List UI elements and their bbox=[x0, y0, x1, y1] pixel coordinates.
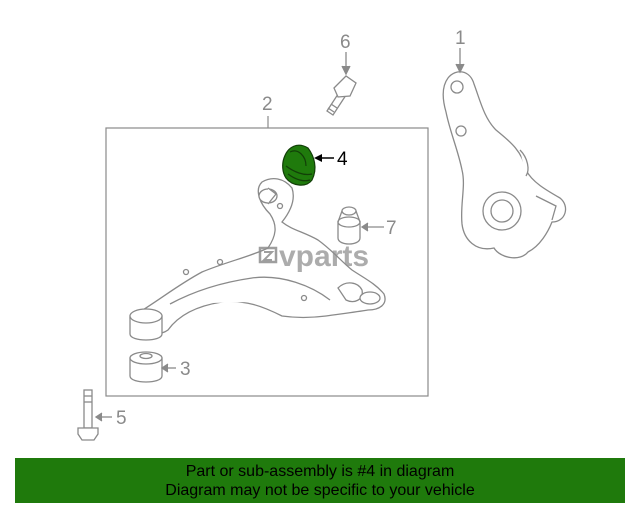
callout-2: 2 bbox=[262, 94, 273, 115]
assembly-frame bbox=[105, 127, 429, 397]
part-4-bushing[interactable] bbox=[282, 144, 316, 186]
banner-line-2: Diagram may not be specific to your vehi… bbox=[165, 481, 475, 499]
info-banner: Part or sub-assembly is #4 in diagram Di… bbox=[15, 458, 625, 503]
callout-1: 1 bbox=[455, 28, 466, 49]
part-6-bolt[interactable] bbox=[326, 52, 357, 116]
callout-6: 6 bbox=[340, 32, 351, 53]
part-5-bolt[interactable] bbox=[77, 389, 112, 441]
callout-leader-4 bbox=[314, 154, 334, 162]
callout-4: 4 bbox=[337, 149, 348, 170]
part-1-knuckle[interactable] bbox=[442, 48, 567, 259]
part-3-bushing[interactable] bbox=[129, 351, 176, 383]
callout-5: 5 bbox=[116, 408, 127, 429]
part-2-lower-arm[interactable] bbox=[129, 177, 386, 341]
part-7-bushing[interactable] bbox=[337, 206, 384, 245]
callout-3: 3 bbox=[180, 359, 191, 380]
banner-line-1: Part or sub-assembly is #4 in diagram bbox=[185, 462, 455, 480]
watermark-text: vparts bbox=[279, 240, 369, 273]
callout-7: 7 bbox=[386, 218, 397, 239]
watermark-logo: vparts bbox=[258, 240, 369, 273]
